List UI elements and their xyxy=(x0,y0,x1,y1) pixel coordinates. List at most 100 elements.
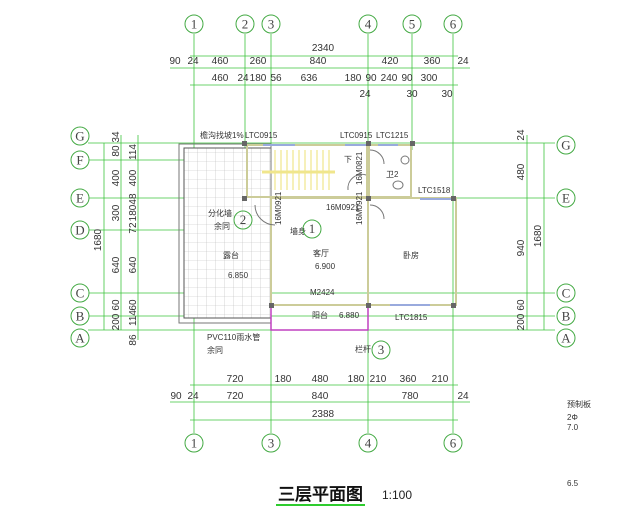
dim-text: 640 xyxy=(111,256,122,273)
dim-text: 114 xyxy=(128,310,139,326)
sink-icon xyxy=(400,155,410,165)
dim-text: 480 xyxy=(516,163,527,180)
axis-label: 3 xyxy=(268,436,275,451)
axis-bubble xyxy=(70,126,90,146)
axis-label: C xyxy=(562,286,571,301)
axis-label: 6 xyxy=(450,17,457,32)
dim-text: 90 xyxy=(169,56,181,67)
balcony-elevation: 6.880 xyxy=(339,311,360,320)
axis-label: B xyxy=(562,309,571,324)
axis-label: B xyxy=(76,309,85,324)
dim-text: 640 xyxy=(128,256,139,273)
axis-bubble xyxy=(443,14,463,34)
toilet-icon xyxy=(392,180,404,190)
living-elevation: 6.900 xyxy=(315,262,336,271)
axis-bubble xyxy=(70,328,90,348)
axis-bubble xyxy=(235,14,255,34)
wall-body-note: 墙身 xyxy=(290,226,306,236)
dim-text: 24 xyxy=(457,56,469,67)
dim-text: 180 xyxy=(345,73,362,84)
plan-labels: 檐沟找坡1% LTC0915 LTC0915 LTC1215 LTC1518 L… xyxy=(200,130,591,488)
axis-bubble xyxy=(70,188,90,208)
axis-bubble xyxy=(402,14,422,34)
dim-text: 400 xyxy=(128,169,139,186)
dim-text: 30 xyxy=(406,89,418,100)
door-label: 16M0921 xyxy=(274,191,283,225)
side-note: 预制板 xyxy=(567,399,591,409)
terrace-label: 露台 xyxy=(223,250,239,260)
axis-label: C xyxy=(76,286,85,301)
dim-text: 940 xyxy=(516,239,527,256)
dim-text: 480 xyxy=(312,374,329,385)
axis-label: G xyxy=(561,138,570,153)
dim-text: 80 xyxy=(111,145,122,157)
dim-text: 260 xyxy=(250,56,267,67)
dim-text: 180 xyxy=(348,374,365,385)
dim-text: 24 xyxy=(187,56,199,67)
axis-label: 2 xyxy=(242,17,249,32)
window-label: LTC0915 xyxy=(245,131,278,140)
axis-label: A xyxy=(561,331,571,346)
door-label: 16M0821 xyxy=(355,151,364,185)
door-label: 16M0921 xyxy=(326,203,360,212)
axis-bubble xyxy=(70,150,90,170)
axis-bubble xyxy=(261,433,281,453)
dim-text: 90 xyxy=(365,73,377,84)
same-note: 余同 xyxy=(214,221,230,231)
dim-text: 210 xyxy=(370,374,387,385)
axis-label: 4 xyxy=(365,436,372,451)
dim-text: 636 xyxy=(301,73,318,84)
axis-bubble xyxy=(261,14,281,34)
dim-text: 86 xyxy=(128,334,139,346)
dim-text: 56 xyxy=(270,73,282,84)
bedroom-label: 卧房 xyxy=(403,250,419,260)
dim-text: 400 xyxy=(111,169,122,186)
dim-text: 420 xyxy=(382,56,399,67)
window-label: LTC1215 xyxy=(376,131,409,140)
dim-text: 180 xyxy=(128,204,139,221)
door-label: M2424 xyxy=(310,288,335,297)
window-label: LTC1815 xyxy=(395,313,428,322)
dim-text: 240 xyxy=(381,73,398,84)
dim-text: 300 xyxy=(111,204,122,221)
axis-bubble xyxy=(556,188,576,208)
axis-bubble xyxy=(443,433,463,453)
dim-text: 72 xyxy=(128,222,139,234)
dim-text: 24 xyxy=(237,73,249,84)
axis-label: F xyxy=(76,153,83,168)
axis-bubble xyxy=(70,283,90,303)
dim-text: 300 xyxy=(421,73,438,84)
dim-text: 360 xyxy=(400,374,417,385)
balcony-label: 阳台 xyxy=(312,310,328,320)
axis-bubble xyxy=(556,135,576,155)
railing-note: 栏杆 xyxy=(355,344,371,354)
dim-text: 24 xyxy=(187,391,199,402)
dim-text: 840 xyxy=(310,56,327,67)
axis-label: D xyxy=(75,223,84,238)
dim-text: 2388 xyxy=(312,409,335,420)
dim-text: 24 xyxy=(457,391,469,402)
dim-text: 720 xyxy=(227,374,244,385)
detail-marker xyxy=(371,340,391,360)
side-note: 6.5 xyxy=(567,479,579,488)
pipe-note: PVC110雨水管 xyxy=(207,332,260,342)
detail-number: 3 xyxy=(378,342,385,357)
axis-label: 1 xyxy=(191,17,198,32)
dim-text: 90 xyxy=(170,391,182,402)
terrace-area xyxy=(183,147,272,319)
axis-label: 5 xyxy=(409,17,416,32)
drawing-scale: 1:100 xyxy=(382,488,412,502)
window-label: LTC0915 xyxy=(340,131,373,140)
dim-text: 48 xyxy=(128,193,139,205)
door-label: 16M0921 xyxy=(355,191,364,225)
dim-text: 180 xyxy=(250,73,267,84)
axis-label: 3 xyxy=(268,17,275,32)
axis-label: A xyxy=(75,331,85,346)
dim-text: 180 xyxy=(275,374,292,385)
dim-text: 60 xyxy=(516,299,527,311)
axis-label: E xyxy=(562,191,570,206)
axis-label: 4 xyxy=(365,17,372,32)
